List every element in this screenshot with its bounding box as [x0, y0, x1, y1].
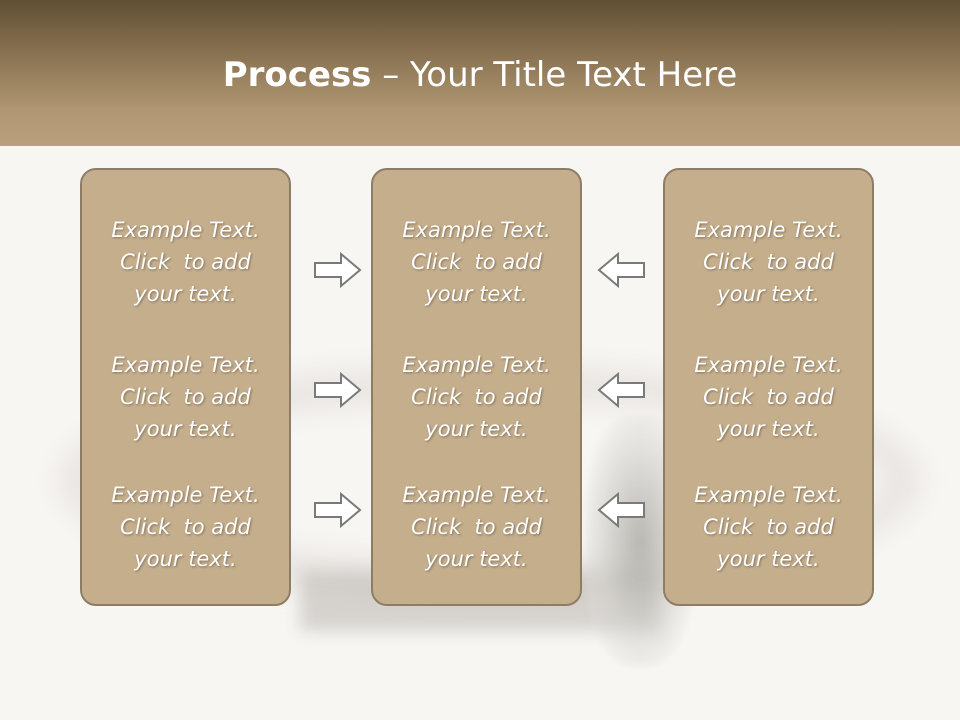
title-bold: Process [222, 55, 372, 95]
process-box-left[interactable]: Example Text. Click to add your text. Ex… [80, 168, 291, 606]
text-line: Click to add [411, 385, 542, 409]
process-box-center[interactable]: Example Text. Click to add your text. Ex… [371, 168, 582, 606]
text-block[interactable]: Example Text. Click to add your text. [82, 214, 289, 310]
text-block[interactable]: Example Text. Click to add your text. [665, 214, 872, 310]
process-box-right[interactable]: Example Text. Click to add your text. Ex… [663, 168, 874, 606]
text-line: your text. [134, 547, 237, 571]
text-line: Example Text. [694, 483, 843, 507]
arrow-left-icon [597, 492, 645, 528]
text-line: Example Text. [111, 483, 260, 507]
text-line: Example Text. [111, 218, 260, 242]
text-line: Click to add [411, 250, 542, 274]
text-line: Example Text. [402, 218, 551, 242]
arrow-right-icon [314, 252, 362, 288]
text-block[interactable]: Example Text. Click to add your text. [82, 349, 289, 445]
text-block[interactable]: Example Text. Click to add your text. [373, 349, 580, 445]
arrow-right-icon [314, 372, 362, 408]
arrow-left-icon [597, 372, 645, 408]
text-line: your text. [134, 282, 237, 306]
text-block[interactable]: Example Text. Click to add your text. [373, 479, 580, 575]
slide-title[interactable]: Process – Your Title Text Here [0, 54, 960, 96]
text-block[interactable]: Example Text. Click to add your text. [82, 479, 289, 575]
text-line: your text. [717, 547, 820, 571]
text-line: Example Text. [402, 353, 551, 377]
text-line: your text. [425, 417, 528, 441]
text-line: Example Text. [402, 483, 551, 507]
text-line: Click to add [120, 515, 251, 539]
title-rest: – Your Title Text Here [371, 55, 738, 95]
text-block[interactable]: Example Text. Click to add your text. [665, 349, 872, 445]
text-line: Example Text. [694, 353, 843, 377]
text-line: your text. [717, 282, 820, 306]
text-block[interactable]: Example Text. Click to add your text. [373, 214, 580, 310]
title-bar: Process – Your Title Text Here [0, 0, 960, 146]
text-line: Example Text. [694, 218, 843, 242]
text-line: Click to add [120, 250, 251, 274]
text-line: your text. [425, 547, 528, 571]
text-line: your text. [134, 417, 237, 441]
text-line: Click to add [703, 385, 834, 409]
text-line: Click to add [703, 515, 834, 539]
text-line: Click to add [703, 250, 834, 274]
text-line: Click to add [120, 385, 251, 409]
text-line: Example Text. [111, 353, 260, 377]
text-block[interactable]: Example Text. Click to add your text. [665, 479, 872, 575]
text-line: Click to add [411, 515, 542, 539]
arrow-right-icon [314, 492, 362, 528]
text-line: your text. [717, 417, 820, 441]
text-line: your text. [425, 282, 528, 306]
arrow-left-icon [597, 252, 645, 288]
